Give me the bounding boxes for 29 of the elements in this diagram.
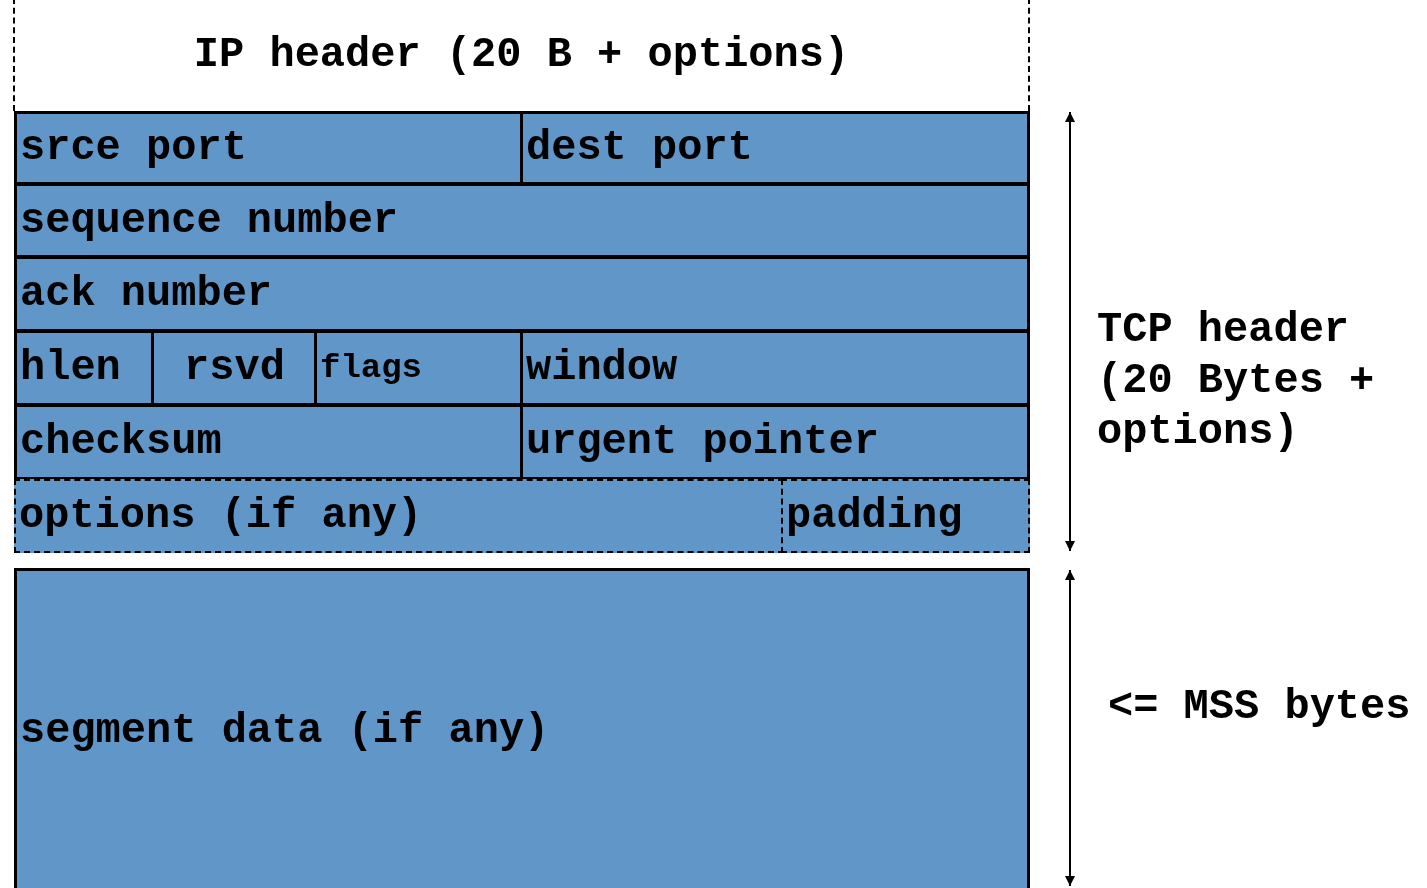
field-box <box>520 111 1030 185</box>
dimension-label: TCP header (20 Bytes + options) <box>1097 305 1376 458</box>
dimension-label: <= MSS bytes <box>1108 685 1411 729</box>
field-box <box>14 111 523 185</box>
field-box <box>314 330 523 406</box>
field-label: checksum <box>20 421 222 463</box>
field-label: sequence number <box>20 199 399 242</box>
field-box <box>520 330 1030 406</box>
field-label: segment data (if any) <box>20 709 550 752</box>
field-box <box>14 404 523 480</box>
field-label: window <box>526 347 678 389</box>
field-label: hlen <box>20 347 121 389</box>
field-label: rsvd <box>184 347 285 389</box>
field-label: flags <box>320 351 423 385</box>
field-box <box>781 479 1030 553</box>
field-box <box>14 330 154 406</box>
field-box <box>14 568 1030 888</box>
field-label: IP header (20 B + options) <box>193 33 850 76</box>
field-label: urgent pointer <box>526 421 879 463</box>
field-label: options (if any) <box>19 495 423 537</box>
header-band <box>13 0 1030 111</box>
field-label: ack number <box>20 273 273 315</box>
field-box <box>14 183 1030 258</box>
field-label: dest port <box>526 127 753 169</box>
field-box <box>14 479 784 553</box>
field-box <box>520 404 1030 480</box>
field-label: srce port <box>20 127 247 169</box>
field-label: padding <box>786 495 963 537</box>
field-box <box>14 256 1030 332</box>
